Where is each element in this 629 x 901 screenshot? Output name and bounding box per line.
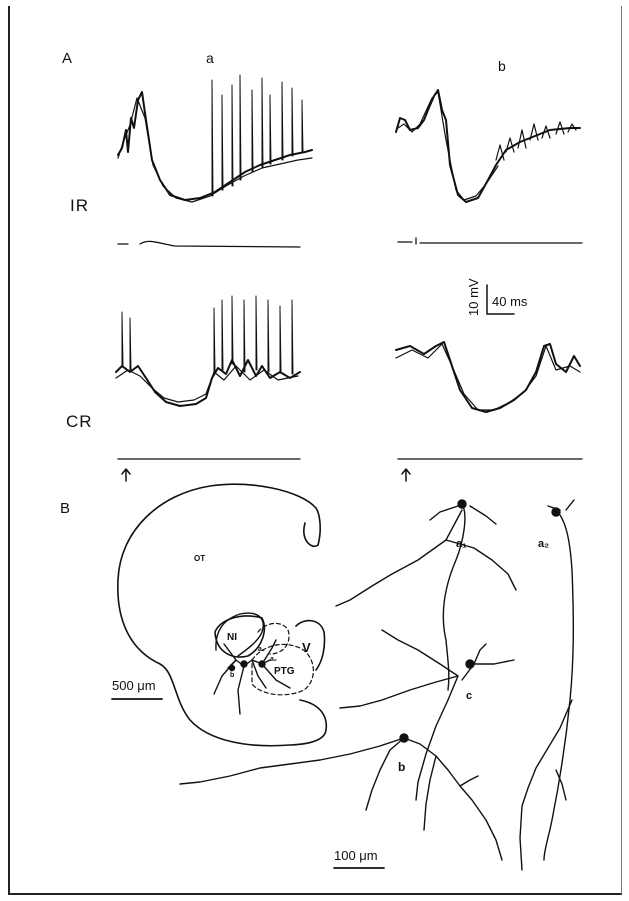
stimulus-trace-ir-a — [118, 241, 300, 247]
ni-region — [215, 616, 264, 657]
stimulus-trace-ir-b — [398, 238, 582, 244]
optic-tectum-outline — [118, 484, 326, 745]
spike-train-ir-a — [212, 75, 303, 196]
scale-bar-100um-label: 100 μm — [334, 848, 378, 863]
column-a-label: a — [206, 50, 214, 66]
cell-label-b: b — [398, 760, 405, 774]
cell-label-a1: a₁ — [456, 538, 467, 550]
region-ni-label: NI — [227, 632, 237, 643]
trace-ir-b — [396, 90, 580, 202]
panel-b-label: B — [60, 500, 70, 517]
scale-bar-time-label: 40 ms — [492, 294, 527, 309]
region-ptg-label: PTG — [274, 666, 295, 677]
cell-label-a2-small: a₂ — [270, 656, 277, 663]
spike-train-cr-a — [122, 296, 293, 374]
stimulus-arrow-cr-a — [122, 469, 130, 481]
row-cr-label: CR — [66, 412, 93, 432]
scale-bar-voltage-label: 10 mV — [466, 278, 481, 316]
region-v-label: V — [302, 640, 311, 655]
cell-label-c: c — [466, 690, 472, 702]
filled-cells-small — [214, 640, 290, 714]
stimulus-arrow-cr-b — [402, 469, 410, 481]
region-ot-label: OT — [194, 554, 205, 563]
scale-bar-500um-label: 500 μm — [112, 678, 156, 693]
cell-label-a1-small: a₁ — [258, 646, 265, 653]
panel-a-label: A — [62, 50, 72, 67]
row-ir-label: IR — [70, 196, 89, 216]
cell-label-b-small: b — [230, 672, 234, 679]
column-b-label: b — [498, 58, 506, 74]
trace-cr-a — [116, 360, 300, 406]
trace-cr-b — [396, 342, 580, 412]
cell-label-a2: a₂ — [538, 538, 549, 550]
